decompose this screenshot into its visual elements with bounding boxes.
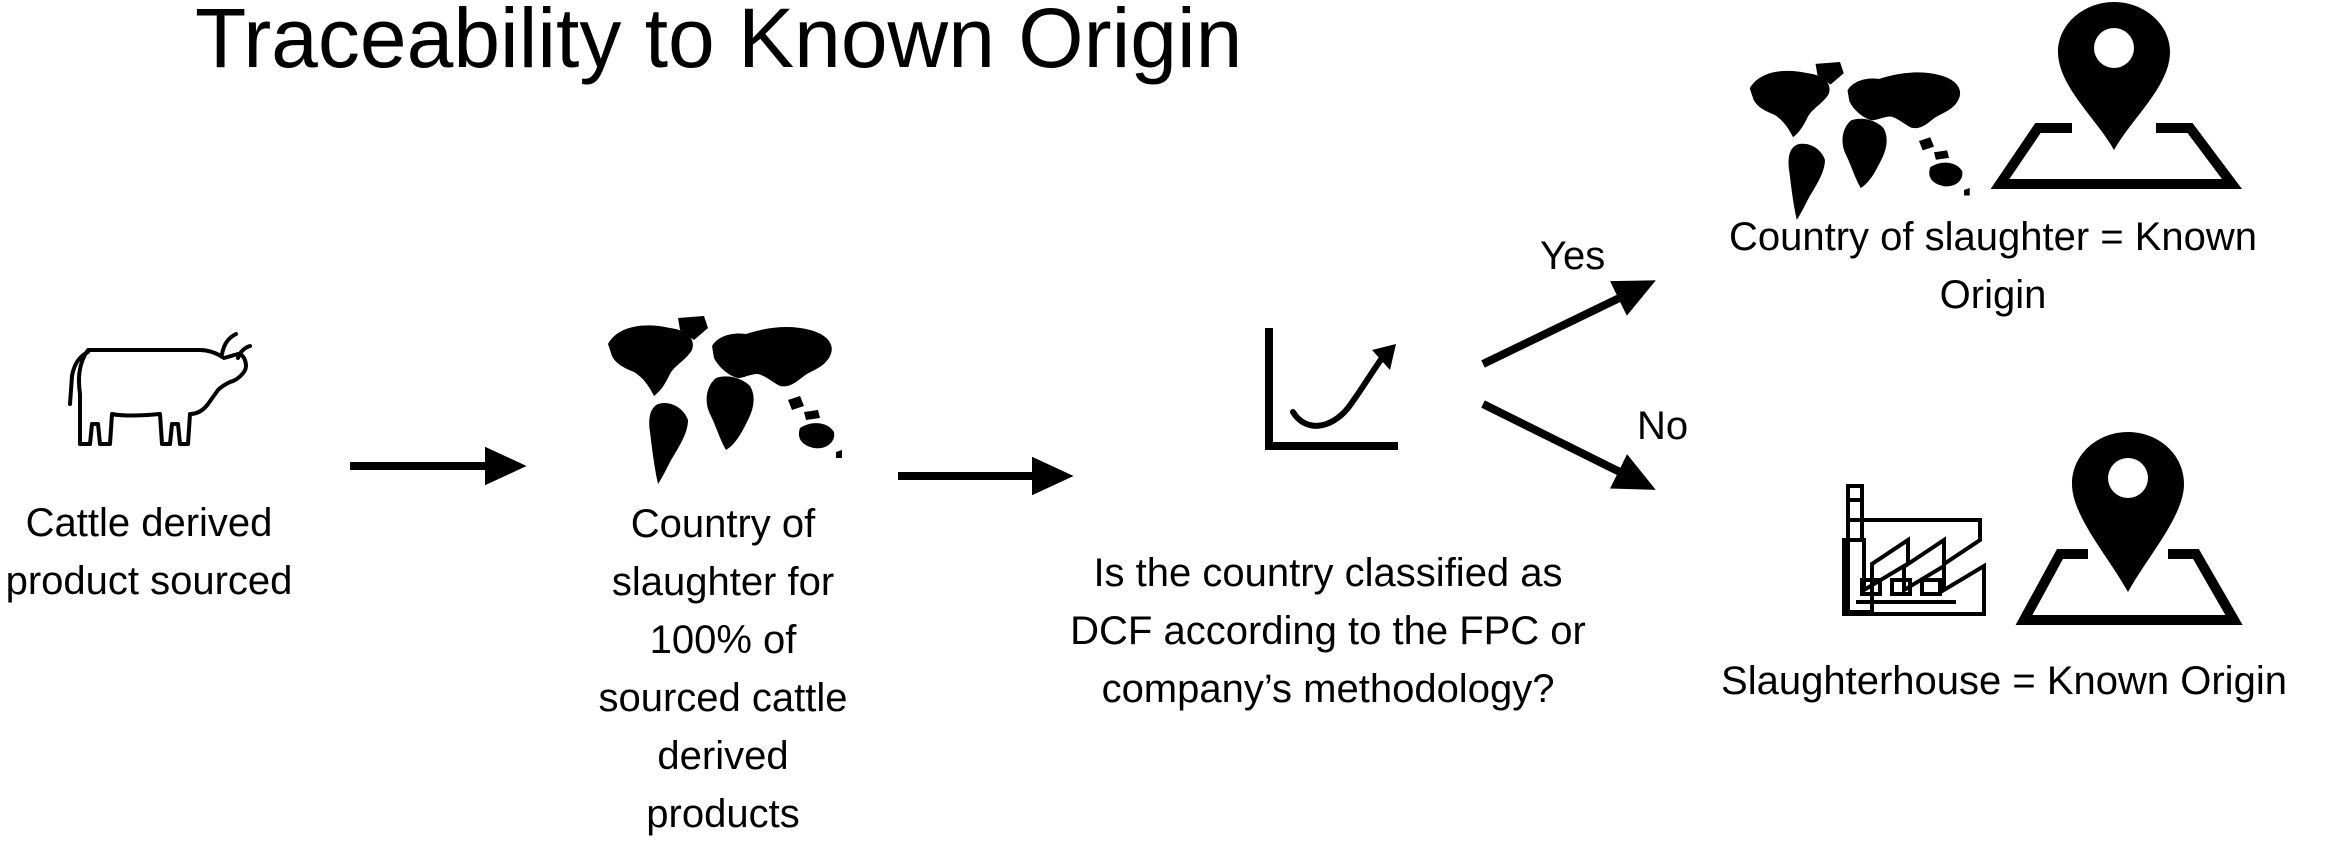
world-map-icon xyxy=(608,316,842,484)
cow-icon xyxy=(68,332,252,446)
yes-arrow xyxy=(1481,280,1656,368)
diagram-title: Traceability to Known Origin xyxy=(195,0,1243,85)
yes-label: Yes xyxy=(1540,234,1606,278)
no-result-label: Slaughterhouse = Known Origin xyxy=(1721,659,2287,703)
step-question-label: Is the country classified as DCF accordi… xyxy=(1070,551,1586,711)
yes-result-label: Country of slaughter = Known Origin xyxy=(1728,215,2258,317)
location-pin-icon-top xyxy=(1990,2,2242,189)
world-map-icon-small xyxy=(1749,62,1970,220)
location-pin-icon-bottom xyxy=(2015,432,2243,625)
factory-icon xyxy=(1842,484,1986,616)
step-country-label: Country of slaughter for 100% of sourced… xyxy=(598,502,848,836)
no-arrow xyxy=(1481,400,1656,490)
step-cattle-label: Cattle derived product sourced xyxy=(5,501,293,603)
growth-chart-icon xyxy=(1265,328,1398,450)
no-label: No xyxy=(1637,404,1689,448)
